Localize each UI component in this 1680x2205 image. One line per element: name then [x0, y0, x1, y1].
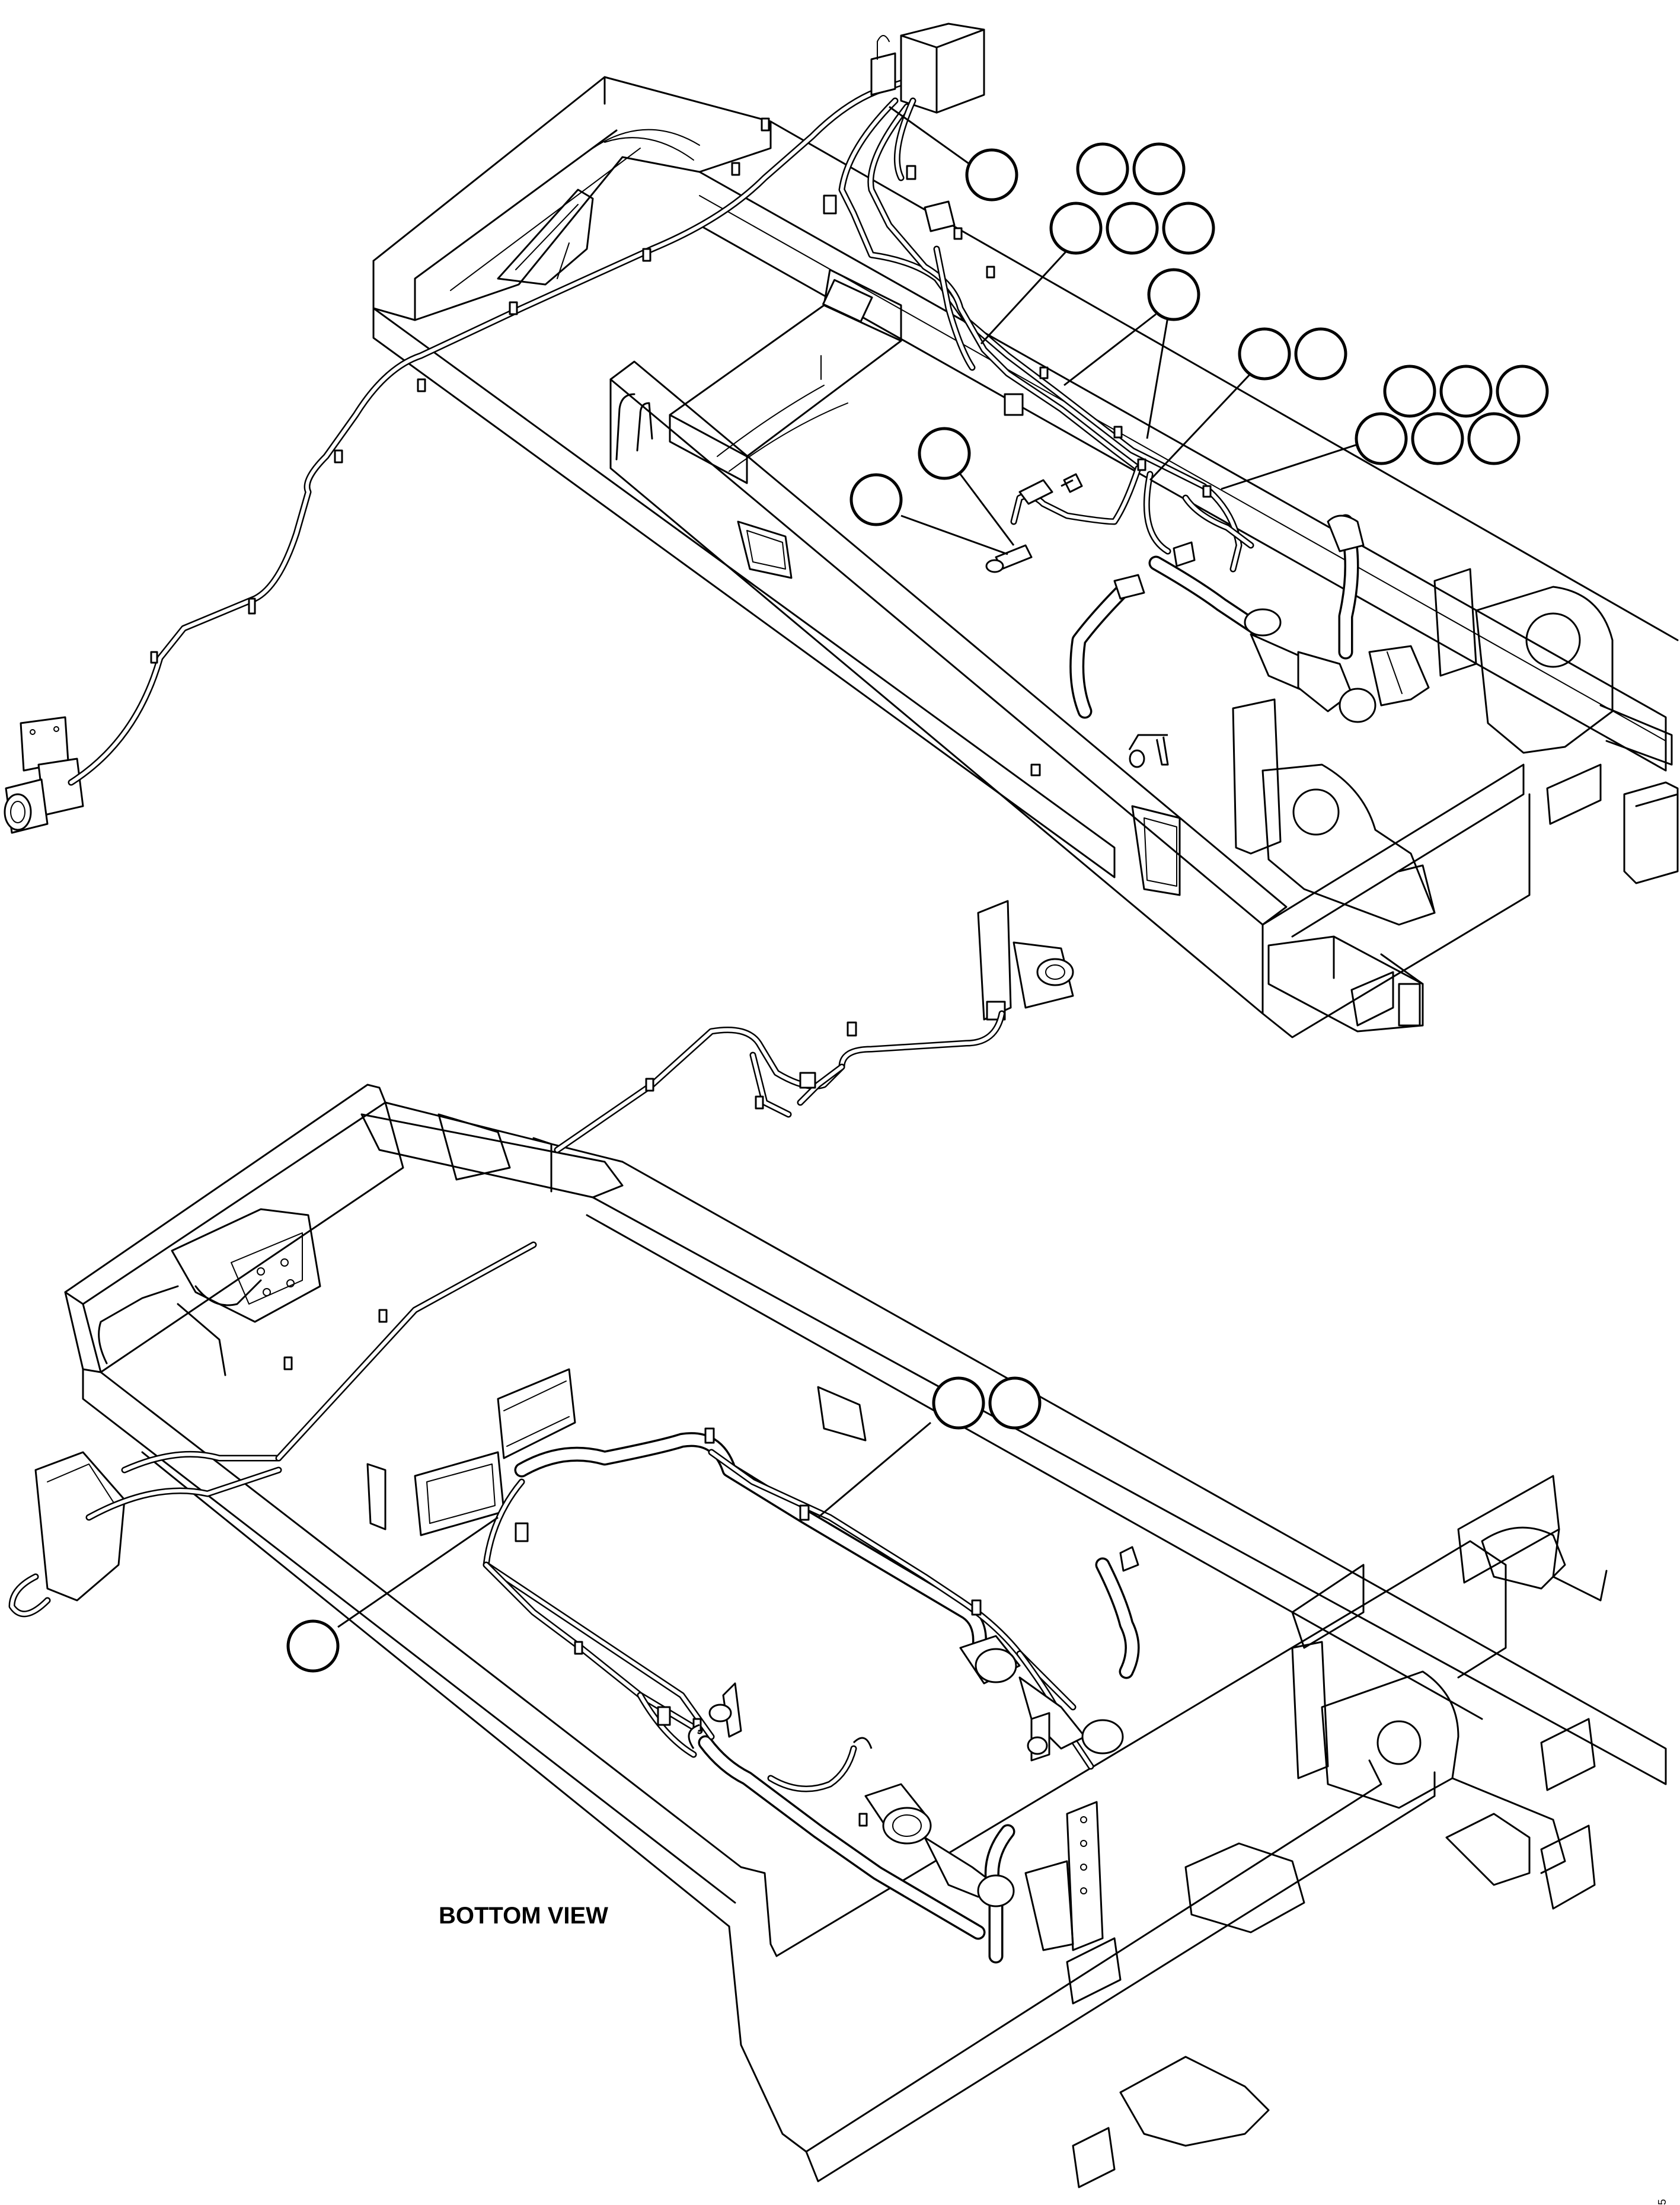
callout-balloon	[965, 148, 1018, 202]
callout-balloon	[1162, 202, 1215, 255]
bottom-callout-balloons	[286, 1376, 1042, 1673]
callout-balloon	[1076, 142, 1129, 196]
callout-balloon	[286, 1619, 340, 1673]
bottom-trailer-connector	[977, 900, 1074, 1021]
callout-balloon	[1355, 412, 1408, 465]
callout-balloon	[1147, 268, 1200, 321]
callout-balloon	[1132, 142, 1186, 196]
top-main-harness	[823, 97, 1254, 573]
bottom-view: BOTTOM VIEW	[8, 900, 1667, 2188]
top-air-system	[1069, 514, 1430, 768]
callout-balloon	[1439, 365, 1493, 418]
bottom-upper-harness	[554, 1010, 1005, 1153]
top-view	[4, 23, 1679, 1038]
top-frame	[372, 76, 1679, 1038]
callout-balloon	[932, 1376, 985, 1430]
callout-balloon	[1294, 327, 1347, 381]
top-long-harness	[68, 79, 905, 786]
callout-balloon	[1411, 412, 1464, 465]
callout-balloon	[1383, 365, 1436, 418]
callout-balloon	[1049, 202, 1103, 255]
callout-balloon	[918, 427, 971, 480]
bottom-frame	[64, 1084, 1667, 2188]
top-callout-balloons	[849, 106, 1549, 555]
top-trailer-connector	[4, 716, 84, 834]
callout-balloon	[1467, 412, 1521, 465]
top-junction-box	[870, 23, 985, 114]
sheet-id: 6485	[1656, 2199, 1668, 2205]
callout-balloon	[1496, 365, 1549, 418]
callout-balloon	[988, 1376, 1042, 1430]
bottom-main-harness	[483, 1427, 1140, 1964]
callout-balloon	[1106, 202, 1159, 255]
bottom-view-label: BOTTOM VIEW	[439, 1903, 608, 1929]
callout-balloon	[1238, 327, 1291, 381]
callout-balloon	[849, 473, 903, 526]
bottom-rear-connector	[8, 1241, 537, 1618]
